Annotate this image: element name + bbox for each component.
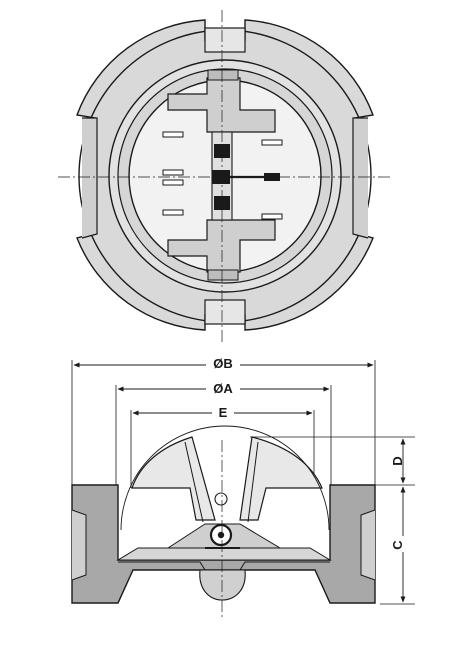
seat-plate — [116, 547, 332, 561]
dim-ob-label: ØB — [213, 356, 233, 371]
dim-e-label: E — [219, 405, 228, 420]
dim-d-label: D — [390, 456, 405, 465]
top-view — [58, 10, 390, 345]
disc-sweep-arc — [120, 425, 330, 531]
right-slots — [261, 139, 283, 220]
left-slots — [162, 131, 184, 216]
dim-c-label: C — [390, 540, 405, 550]
upper-hinge-block — [167, 77, 276, 133]
top-notch — [204, 27, 246, 53]
right-disc-inner — [247, 441, 259, 523]
right-recess — [360, 509, 376, 581]
upper-stop — [207, 69, 239, 81]
left-lug — [81, 117, 98, 239]
left-disc — [131, 436, 216, 521]
lower-boss — [199, 569, 246, 601]
dim-oa-label: ØA — [213, 381, 233, 396]
right-disc — [239, 436, 323, 521]
spring-lower — [214, 196, 230, 210]
left-recess — [71, 509, 87, 581]
lower-hinge-block — [167, 219, 276, 273]
spring-tip — [264, 173, 280, 181]
bottom-notch — [204, 299, 246, 325]
upper-pin-circle — [214, 492, 228, 506]
lower-stop — [207, 269, 239, 281]
section-view: ØB ØA E D C — [71, 355, 415, 620]
right-lug — [352, 117, 369, 239]
hinge-pin-center — [217, 531, 225, 539]
left-disc-inner — [184, 441, 204, 523]
